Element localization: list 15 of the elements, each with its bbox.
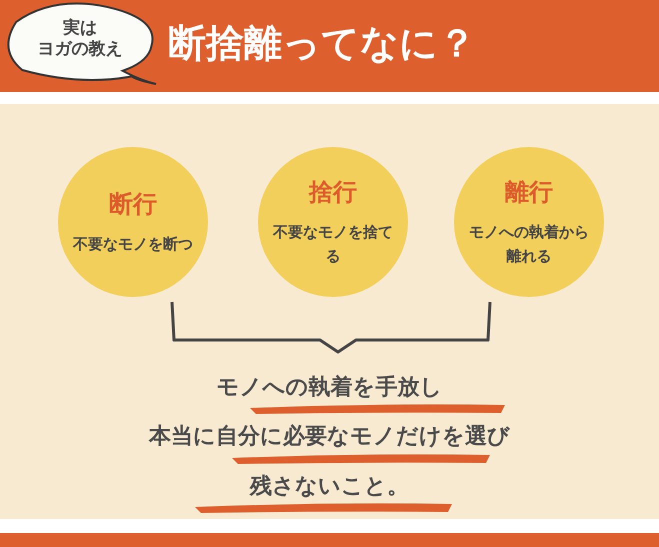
circle-node: [258, 147, 408, 297]
node-description: 不要なモノを断つ: [72, 234, 194, 255]
statement-text: モノへの執着を手放し: [216, 375, 442, 400]
statement-text: 残さないこと。: [250, 474, 409, 499]
statement-text: 本当に自分に必要なモノだけを選び: [149, 424, 510, 449]
node-description: モノへの執着から離れる: [468, 222, 590, 267]
bubble-text: ヨガの教え: [38, 39, 122, 60]
bubble-text: 実は: [63, 18, 97, 39]
circle-node: [454, 147, 604, 297]
circle-node: [58, 147, 208, 297]
node-heading: 断行: [109, 189, 157, 220]
node-description: 不要なモノを捨てる: [272, 222, 394, 267]
node-heading: 離行: [505, 177, 553, 208]
title: 断捨離ってなに？: [168, 20, 476, 67]
node-heading: 捨行: [309, 177, 357, 208]
